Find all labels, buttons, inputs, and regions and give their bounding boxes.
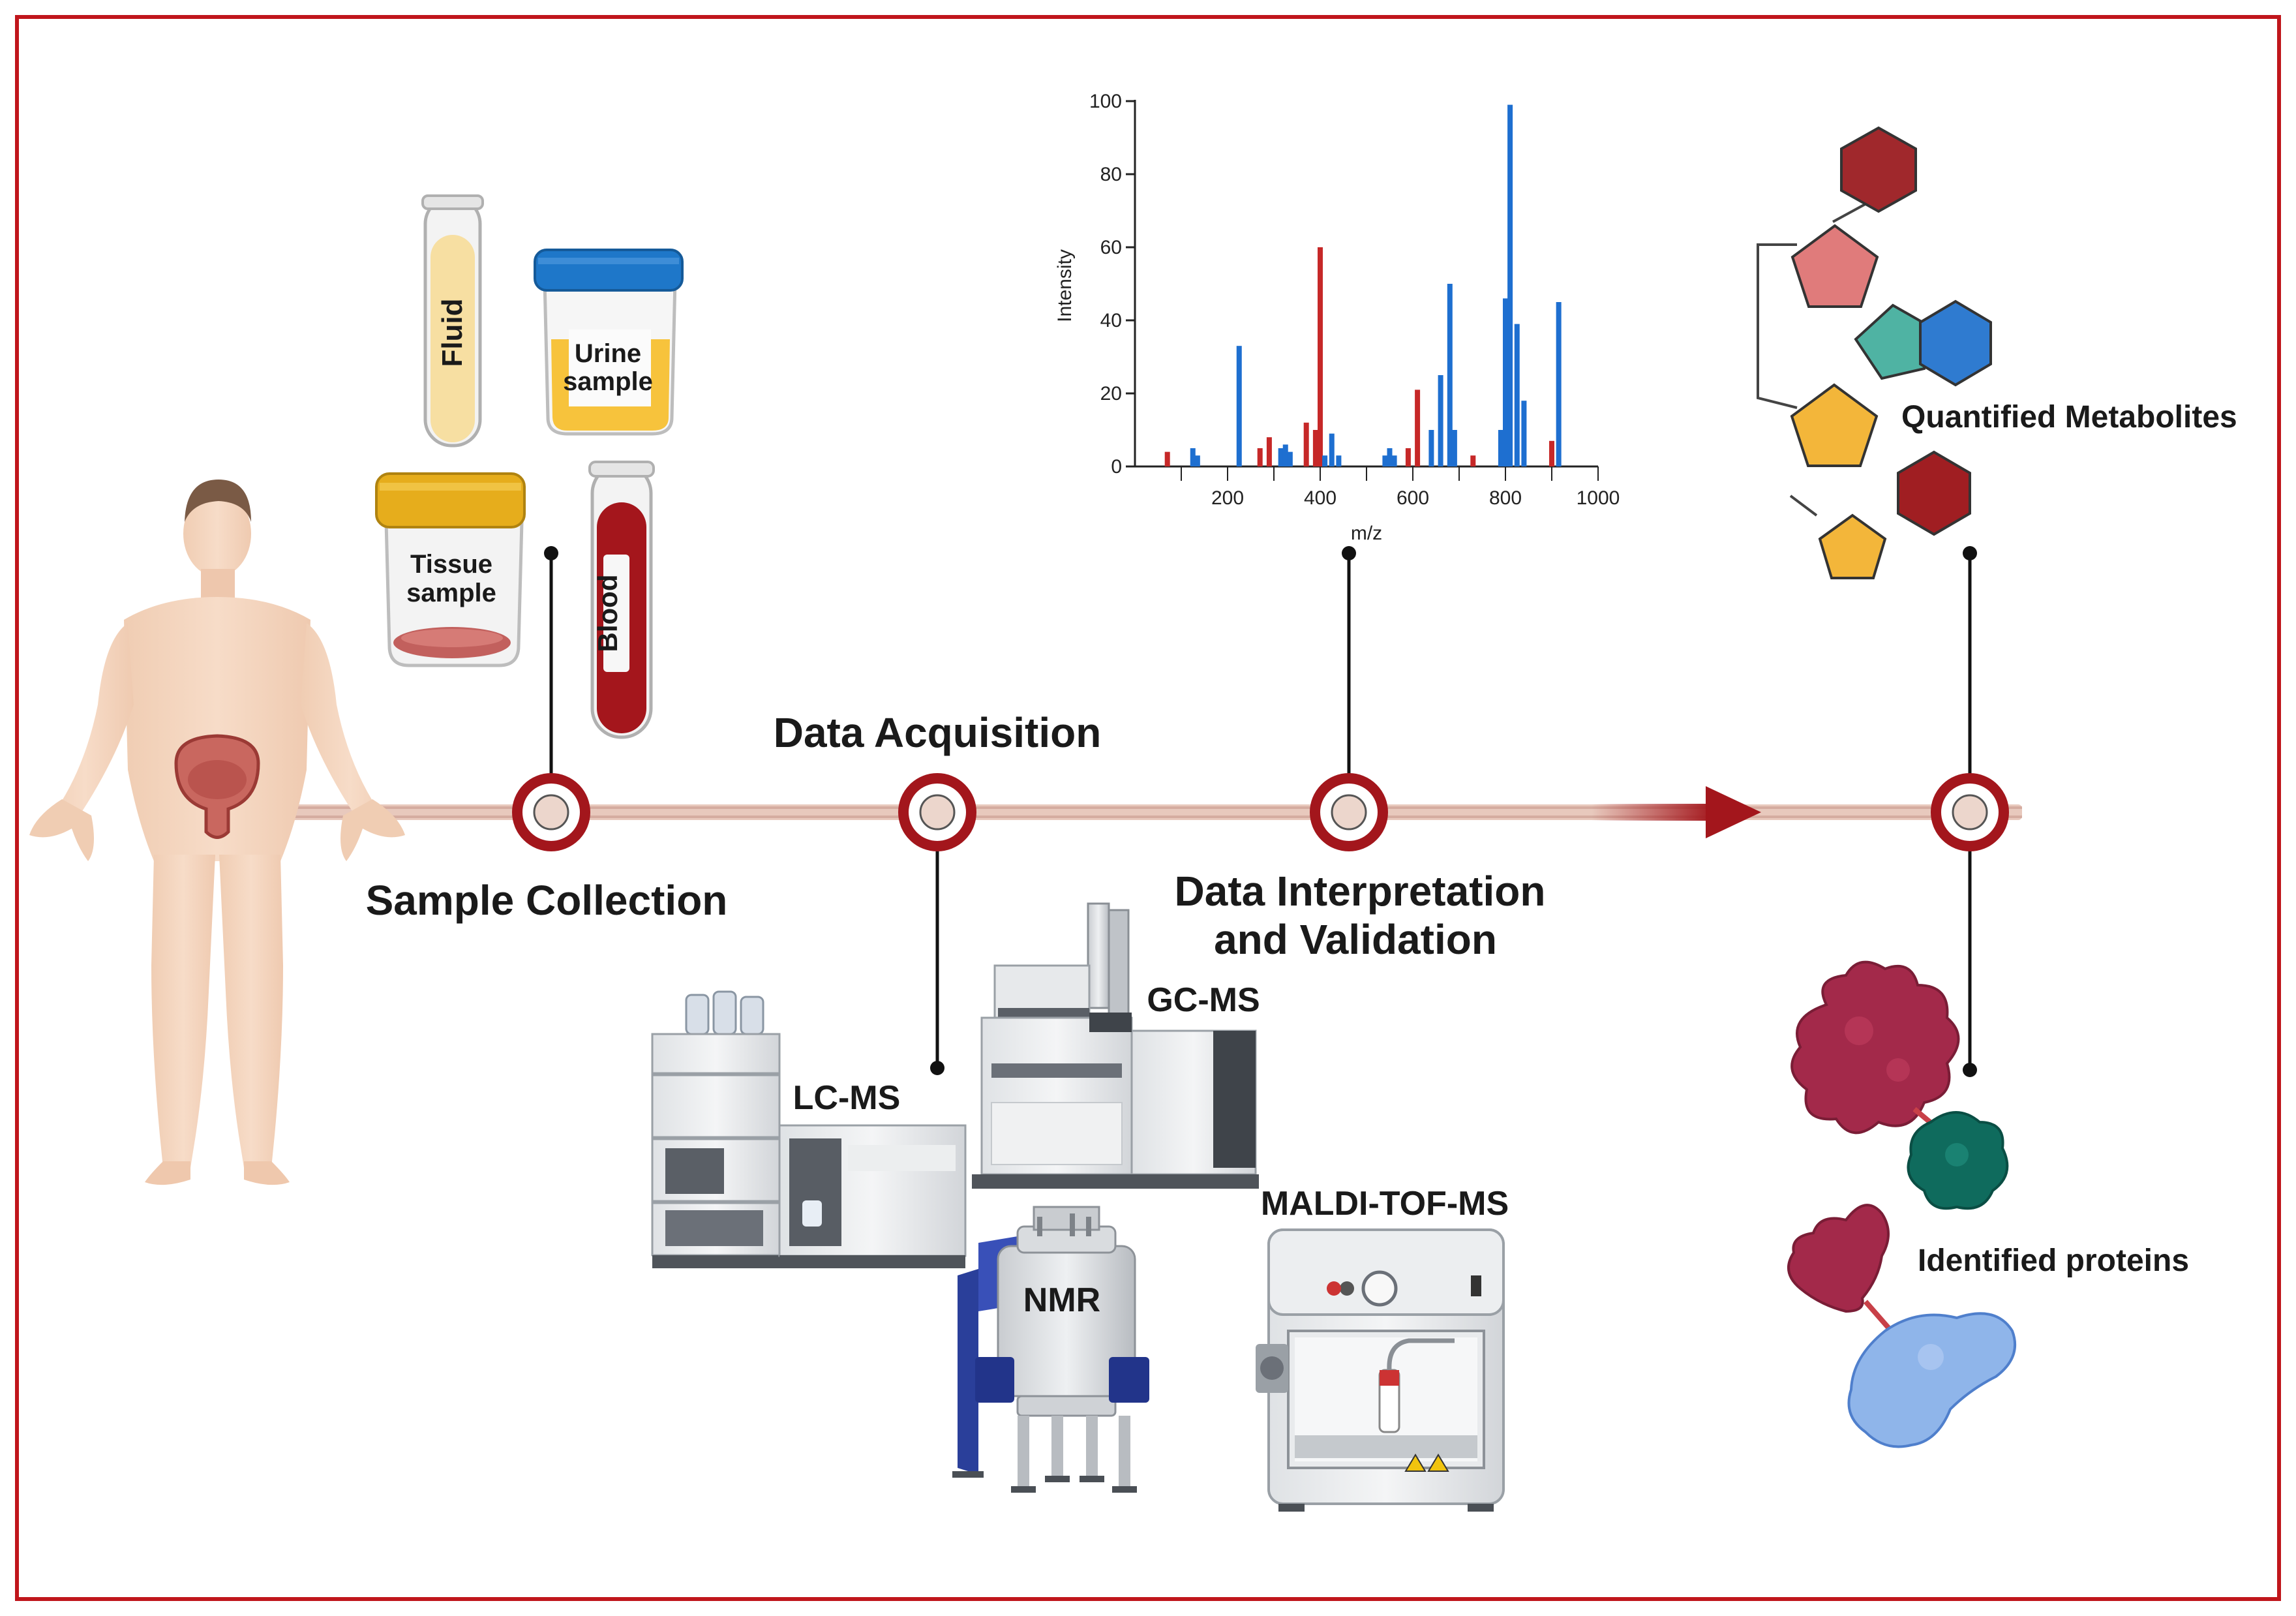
chart-ytick-label: 100 bbox=[1089, 91, 1122, 112]
chart-xtick-label: 600 bbox=[1397, 487, 1429, 509]
chart-peak-blue bbox=[1329, 433, 1335, 466]
chart-peak-blue bbox=[1503, 298, 1508, 466]
chart-peak-blue bbox=[1382, 455, 1388, 466]
chart-ylabel: Intensity bbox=[1054, 249, 1076, 322]
chart-xlabel: m/z bbox=[1351, 523, 1382, 544]
chart-peak-blue bbox=[1556, 302, 1562, 466]
blood-tube-icon: Blood bbox=[588, 461, 655, 739]
chart-peak-blue bbox=[1194, 455, 1200, 466]
label-sample-collection: Sample Collection bbox=[366, 877, 728, 924]
proteins-icon: Identified proteins bbox=[1787, 960, 2189, 1448]
tissue-label-2: sample bbox=[406, 579, 496, 607]
chart-peak-blue bbox=[1336, 455, 1342, 466]
chart-peak-blue bbox=[1514, 324, 1520, 466]
chart-peak-blue bbox=[1282, 444, 1288, 466]
fluid-label: Fluid bbox=[436, 298, 468, 367]
chart-peak-blue bbox=[1391, 455, 1397, 466]
chart-peak-blue bbox=[1322, 455, 1328, 466]
connectors bbox=[549, 555, 1972, 1069]
chart-bars bbox=[1164, 104, 1562, 467]
tissue-jar-icon: Tissue sample bbox=[375, 472, 526, 667]
chart-peak-blue bbox=[1190, 448, 1196, 466]
chart-peak-blue bbox=[1438, 375, 1443, 466]
timeline-arrow-shaft bbox=[1592, 804, 1715, 821]
urine-jar-icon: Urine sample bbox=[534, 249, 684, 436]
metabolites-icon: Quantified Metabolites bbox=[1757, 126, 2237, 579]
chart-axes: 0 20 40 60 80 100 200 400 600 800 1000 bbox=[1089, 91, 1620, 509]
timeline-node-sample-collection bbox=[512, 773, 590, 851]
chart-xtick-label: 1000 bbox=[1577, 487, 1620, 509]
chart-ytick-label: 0 bbox=[1111, 456, 1122, 478]
timeline-node-data-acquisition bbox=[898, 773, 976, 851]
chart-ytick-label: 60 bbox=[1100, 237, 1122, 258]
chart-ytick-label: 20 bbox=[1100, 383, 1122, 404]
nmr-instrument-icon: NMR bbox=[952, 1206, 1149, 1493]
maldi-instrument-icon: MALDI-TOF-MS bbox=[1256, 1185, 1509, 1512]
chart-peak-red bbox=[1405, 448, 1411, 466]
chart-xtick-label: 800 bbox=[1489, 487, 1522, 509]
lcms-label: LC-MS bbox=[793, 1079, 901, 1117]
chart-peak-blue bbox=[1447, 284, 1453, 466]
chart-peak-blue bbox=[1236, 346, 1242, 466]
maldi-label: MALDI-TOF-MS bbox=[1261, 1185, 1509, 1223]
proteins-label: Identified proteins bbox=[1918, 1243, 2189, 1278]
chart-peak-red bbox=[1303, 422, 1309, 466]
mass-spectrum-chart: 0 20 40 60 80 100 200 400 600 800 1000 m/z Intensi… bbox=[1054, 91, 1620, 544]
chart-peak-red bbox=[1415, 389, 1421, 466]
gcms-label: GC-MS bbox=[1147, 981, 1260, 1019]
timeline-node-outcome bbox=[1931, 773, 2009, 851]
chart-peak-blue bbox=[1428, 430, 1434, 466]
chart-peak-red bbox=[1549, 440, 1554, 466]
chart-peak-blue bbox=[1498, 430, 1503, 466]
chart-peak-red bbox=[1312, 430, 1318, 466]
timeline bbox=[274, 786, 2022, 838]
label-interpretation-1: Data Interpretation bbox=[1175, 868, 1546, 915]
fluid-tube-icon: Fluid bbox=[421, 194, 484, 448]
chart-peak-blue bbox=[1451, 430, 1457, 466]
human-figure-icon bbox=[29, 480, 405, 1185]
timeline-node-interpretation bbox=[1310, 773, 1388, 851]
label-data-acquisition: Data Acquisition bbox=[774, 709, 1102, 756]
chart-peak-red bbox=[1164, 451, 1170, 466]
chart-xtick-label: 200 bbox=[1211, 487, 1244, 509]
nmr-label: NMR bbox=[1023, 1281, 1100, 1319]
chart-peak-red bbox=[1318, 247, 1323, 466]
urine-label-2: sample bbox=[563, 367, 653, 396]
metabolites-label: Quantified Metabolites bbox=[1901, 400, 2237, 434]
gcms-instrument-icon: GC-MS bbox=[972, 902, 1260, 1189]
tissue-label-1: Tissue bbox=[410, 550, 492, 579]
chart-peak-red bbox=[1257, 448, 1263, 466]
chart-peak-blue bbox=[1521, 401, 1527, 466]
chart-peak-red bbox=[1470, 455, 1476, 466]
chart-peak-blue bbox=[1287, 451, 1293, 466]
chart-peak-red bbox=[1266, 437, 1272, 466]
urine-label-1: Urine bbox=[575, 339, 641, 368]
outer-frame bbox=[15, 15, 2281, 1601]
timeline-arrow-head bbox=[1706, 786, 1761, 838]
chart-xtick-label: 400 bbox=[1304, 487, 1337, 509]
chart-peak-blue bbox=[1507, 104, 1513, 467]
chart-ytick-label: 40 bbox=[1100, 310, 1122, 331]
chart-ytick-label: 80 bbox=[1100, 164, 1122, 185]
chart-peak-blue bbox=[1278, 448, 1284, 466]
blood-label: Blood bbox=[592, 575, 623, 652]
label-interpretation-2: and Validation bbox=[1214, 916, 1497, 963]
chart-peak-blue bbox=[1387, 448, 1393, 466]
lcms-instrument-icon: LC-MS bbox=[651, 990, 967, 1268]
